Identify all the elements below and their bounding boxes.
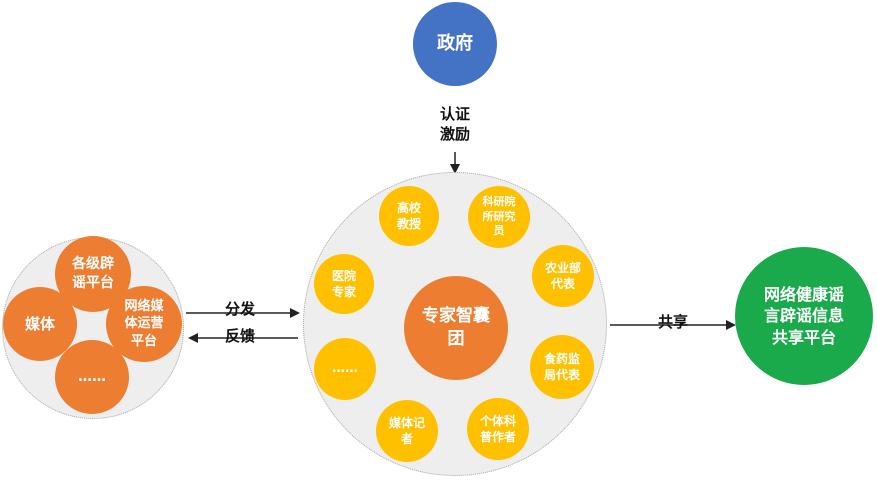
expert-center-node: 专家智囊 团 — [404, 276, 508, 380]
media-node-rumor-platform: 各级辟 谣平台 — [55, 236, 131, 312]
gov-arrow-label: 认证 激励 — [439, 105, 470, 144]
platform-label: 网络健康谣 言辟谣信息 共享平台 — [763, 284, 844, 347]
feedback-label: 反馈 — [224, 327, 255, 345]
media-node-more: …… — [55, 340, 129, 414]
expert-member-professor: 高校 教授 — [379, 186, 439, 246]
distribute-label: 分发 — [224, 300, 255, 318]
expert-member-label: 医院 专家 — [331, 268, 356, 299]
platform-node: 网络健康谣 言辟谣信息 共享平台 — [735, 247, 873, 385]
expert-member-agriculture: 农业部 代表 — [532, 245, 594, 307]
expert-member-science-writer: 个体科 普作者 — [467, 398, 529, 460]
expert-member-hospital: 医院 专家 — [314, 254, 374, 314]
share-label: 共享 — [657, 313, 688, 331]
expert-member-label: 高校 教授 — [396, 200, 421, 231]
expert-member-label: 食药监 局代表 — [543, 351, 580, 382]
expert-member-label: 媒体记 者 — [388, 415, 425, 446]
expert-member-food-drug: 食药监 局代表 — [530, 335, 594, 399]
media-node-label: 媒体 — [24, 314, 55, 333]
government-node: 政府 — [413, 2, 497, 86]
expert-member-label: 个体科 普作者 — [479, 413, 516, 444]
expert-member-journalist: 媒体记 者 — [376, 400, 438, 462]
media-node-online-platform: 网络媒 体运营 平台 — [106, 286, 182, 362]
expert-member-more: …… — [314, 338, 376, 400]
expert-member-label: 科研院 所研究 员 — [482, 194, 516, 238]
media-node-label: …… — [78, 368, 106, 385]
expert-member-label: …… — [332, 361, 358, 377]
expert-member-label: 农业部 代表 — [544, 260, 581, 291]
expert-member-researcher: 科研院 所研究 员 — [468, 186, 530, 248]
government-label: 政府 — [437, 32, 473, 54]
media-node-label: 网络媒 体运营 平台 — [124, 298, 164, 349]
media-node-label: 各级辟 谣平台 — [72, 256, 114, 291]
media-node-media: 媒体 — [3, 287, 77, 361]
expert-center-label: 专家智囊 团 — [422, 306, 490, 349]
